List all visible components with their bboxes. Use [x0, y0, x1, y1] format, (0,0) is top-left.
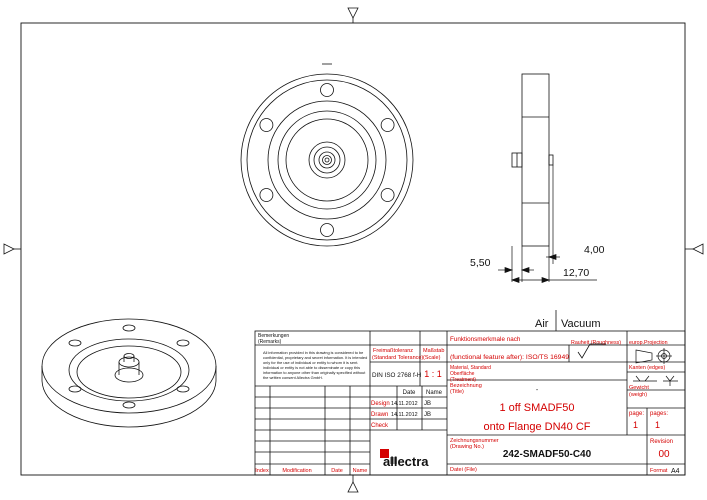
dimension-lines [498, 165, 597, 283]
edge-symbols [633, 375, 678, 386]
front-view [240, 63, 414, 247]
remarks-label: Bemerkungen [258, 333, 289, 339]
isometric-view [41, 318, 217, 428]
material-label: Material, Standard [450, 365, 491, 371]
remarks-label-en: (Remarks) [258, 339, 282, 345]
revision-value: 00 [658, 449, 670, 460]
file-label: Datei (File) [450, 467, 477, 473]
pages-value: 1 [655, 420, 660, 430]
surface-label: Oberfläche [450, 371, 475, 377]
weight-label-en: (weigh) [629, 392, 647, 398]
confidentiality-note-1: All information provided in this drawing… [263, 350, 363, 355]
confidentiality-note-4: individual or entity is not able to diss… [263, 365, 360, 370]
air-label: Air [535, 318, 549, 330]
allectra-logo: allectra [380, 449, 429, 469]
drawing-number: 242-SMADF50-C40 [503, 449, 592, 460]
confidentiality-note-5: information to anyone other than origina… [263, 370, 366, 375]
designation-label: Bezeichnung [450, 383, 482, 389]
title-line-2: onto Flange DN40 CF [484, 421, 591, 433]
scale-label: Maßstab [423, 348, 444, 354]
roughness-symbol [577, 343, 606, 359]
projection-icon [635, 348, 672, 364]
confidentiality-note-3: only for the use of individual or entity… [263, 360, 358, 365]
rev-header-date: Date [331, 468, 343, 474]
rev-header-index: Index [255, 468, 269, 474]
drawing-no-label-en: (Drawing No.) [450, 444, 484, 450]
revision-label: Revision [650, 439, 673, 445]
title-line-1: 1 off SMADF50 [500, 402, 575, 414]
surface-label-en: (Treatment) [450, 377, 476, 383]
date-header: Date [403, 390, 416, 396]
roughness-label: Rauheit (Roughness) [571, 340, 621, 346]
tolerance-label: Freimaßtoleranz [373, 348, 413, 354]
logo-text: allectra [383, 454, 429, 469]
tolerance-value: DIN ISO 2768 f-H [372, 372, 422, 379]
name-header: Name [426, 390, 443, 396]
title-block [254, 330, 686, 476]
design-date: 14.11.2012 [391, 401, 418, 407]
rev-header-name: Name [353, 468, 368, 474]
vacuum-label: Vacuum [561, 318, 601, 330]
pages-label: pages: [650, 411, 668, 417]
function-label-en: (functional feature after): ISO/TS 16949 [450, 354, 569, 361]
side-view [511, 73, 554, 247]
drawn-name: JB [424, 412, 431, 418]
design-name: JB [424, 401, 431, 407]
dimension-4-00: 4,00 [584, 244, 605, 256]
drawing-no-label: Zeichnungsnummer [450, 438, 499, 444]
centering-marks [3, 7, 704, 493]
format-value: A4 [671, 468, 680, 475]
design-label: Design [371, 401, 390, 407]
drawn-date: 14.11.2012 [391, 412, 418, 418]
designation-label-en: (Title) [450, 389, 464, 395]
projection-label: europ.Projection [629, 340, 668, 346]
rev-header-modification: Modification [282, 468, 311, 474]
designation-dash: - [536, 387, 539, 394]
edges-label: Kanten (edges) [629, 365, 665, 371]
dimension-12-70: 12,70 [563, 267, 589, 279]
page-label: page: [629, 411, 644, 417]
check-label: Check [371, 423, 389, 429]
weight-label: Gewicht [629, 385, 649, 391]
drawn-label: Drawn [371, 412, 388, 418]
scale-label-en: (Scale) [423, 355, 441, 361]
scale-value: 1 : 1 [424, 369, 442, 379]
dimension-5-50: 5,50 [470, 257, 491, 269]
tolerance-label-en: (Standard Tolerance) [372, 355, 423, 361]
page-value: 1 [633, 420, 638, 430]
confidentiality-note-2: confidential, proprietary and secret inf… [263, 355, 367, 360]
confidentiality-note-6: the written consent Allectra GmbH. [263, 375, 323, 380]
format-label: Format [650, 468, 668, 474]
function-label: Funktionsmerkmale nach [450, 336, 521, 343]
